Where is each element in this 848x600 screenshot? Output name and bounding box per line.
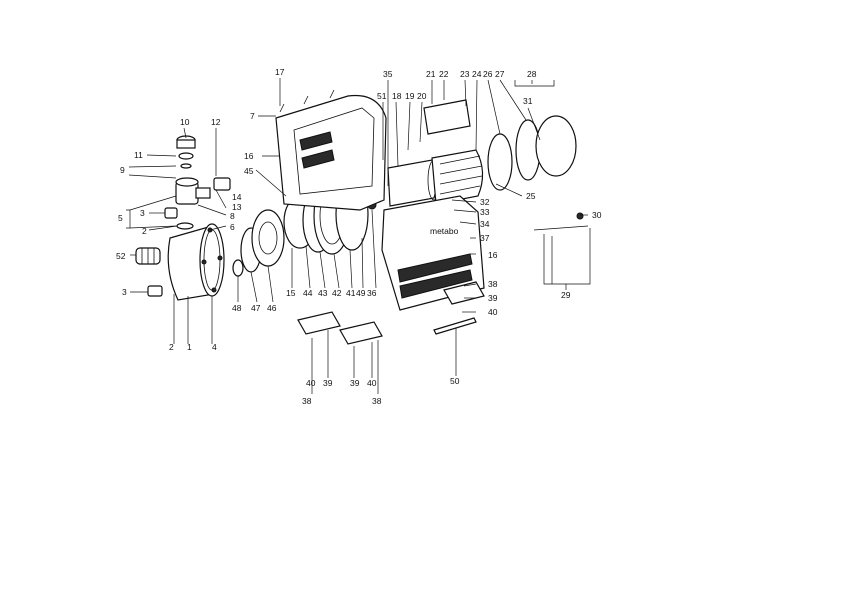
label-31: 31 <box>523 96 533 106</box>
label-45: 45 <box>244 166 254 176</box>
label-17: 17 <box>275 67 285 77</box>
label-8: 8 <box>230 211 235 221</box>
seal-rings <box>232 209 285 277</box>
label-29: 29 <box>561 290 571 300</box>
part-labels: 1 2 2 3 3 4 5 6 7 8 9 10 11 12 13 14 15 … <box>116 67 602 406</box>
label-2: 2 <box>142 226 147 236</box>
label-4: 4 <box>212 342 217 352</box>
label-10: 10 <box>180 117 190 127</box>
label-12: 12 <box>211 117 221 127</box>
label-21: 21 <box>426 69 436 79</box>
inlet-fitting <box>135 247 161 265</box>
pump-housing <box>167 223 225 301</box>
label-38: 38 <box>372 396 382 406</box>
label-43: 43 <box>318 288 328 298</box>
label-26: 26 <box>483 69 493 79</box>
label-25: 25 <box>526 191 536 201</box>
motor-shroud <box>275 89 387 211</box>
filler-assembly <box>164 135 231 230</box>
label-24: 24 <box>472 69 482 79</box>
label-6: 6 <box>230 222 235 232</box>
label-49: 49 <box>356 288 366 298</box>
label-11: 11 <box>134 150 143 160</box>
label-23: 23 <box>460 69 470 79</box>
label-42: 42 <box>332 288 342 298</box>
leader-lines <box>126 78 591 394</box>
drain-plug <box>147 285 163 297</box>
label-48: 48 <box>232 303 242 313</box>
label-2: 2 <box>169 342 174 352</box>
label-28: 28 <box>527 69 537 79</box>
label-9: 9 <box>120 165 125 175</box>
label-41: 41 <box>346 288 356 298</box>
label-16: 16 <box>244 151 254 161</box>
label-20: 20 <box>417 91 427 101</box>
base-housing: metabo <box>381 195 485 311</box>
label-39: 39 <box>488 293 498 303</box>
label-19: 19 <box>405 91 415 101</box>
label-37: 37 <box>480 233 490 243</box>
label-51: 51 <box>377 91 387 101</box>
label-38: 38 <box>302 396 312 406</box>
label-15: 15 <box>286 288 296 298</box>
label-34: 34 <box>480 219 490 229</box>
label-46: 46 <box>267 303 277 313</box>
brand-lettering: metabo <box>430 226 459 236</box>
label-36: 36 <box>367 288 377 298</box>
label-39: 39 <box>350 378 360 388</box>
label-38: 38 <box>488 279 498 289</box>
label-40: 40 <box>488 307 498 317</box>
label-40: 40 <box>367 378 377 388</box>
label-40: 40 <box>306 378 316 388</box>
label-14: 14 <box>232 192 242 202</box>
label-13: 13 <box>232 202 242 212</box>
label-3: 3 <box>122 287 127 297</box>
label-22: 22 <box>439 69 449 79</box>
label-33: 33 <box>480 207 490 217</box>
label-30: 30 <box>592 210 602 220</box>
label-50: 50 <box>450 376 460 386</box>
feet <box>297 212 589 345</box>
motor-stator <box>387 99 577 207</box>
label-27: 27 <box>495 69 505 79</box>
label-32: 32 <box>480 197 490 207</box>
label-52: 52 <box>116 251 126 261</box>
label-3: 3 <box>140 208 145 218</box>
label-35: 35 <box>383 69 393 79</box>
label-47: 47 <box>251 303 261 313</box>
label-7: 7 <box>250 111 255 121</box>
label-39: 39 <box>323 378 333 388</box>
label-18: 18 <box>392 91 402 101</box>
label-5: 5 <box>118 213 123 223</box>
label-16: 16 <box>488 250 498 260</box>
label-1: 1 <box>187 342 192 352</box>
label-44: 44 <box>303 288 313 298</box>
